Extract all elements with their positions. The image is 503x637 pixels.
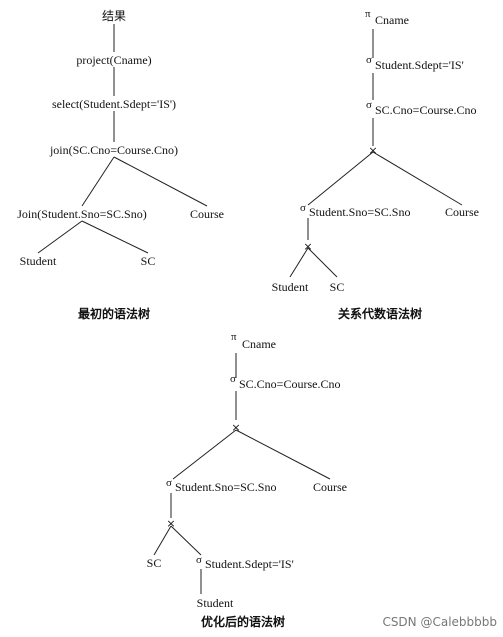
sc-leaf: SC [330, 280, 345, 294]
join-node: join(SC.Cno=Course.Cno) [49, 143, 178, 157]
caption-initial: 最初的语法树 [78, 306, 150, 321]
selection-sno: Student.Sno=SC.Sno [175, 480, 276, 494]
student-leaf: Student [197, 596, 234, 610]
student-leaf: Student [20, 254, 57, 268]
cartesian-product-symbol: × [231, 421, 240, 434]
project-node: project(Cname) [76, 53, 151, 67]
edge [153, 525, 172, 556]
edge [307, 151, 374, 206]
join-left-node: Join(Student.Sno=SC.Sno) [17, 207, 146, 221]
selection-sdept: Student.Sdept='IS' [205, 557, 294, 571]
result-node: 结果 [102, 9, 126, 23]
watermark-text: CSDN @Calebbbbb [382, 615, 497, 629]
cartesian-product-symbol: × [166, 517, 175, 530]
projection-symbol: π [231, 331, 237, 343]
tree-optimized: π Cname σ SC.Cno=Course.Cno × σ Student.… [147, 331, 347, 629]
edge [235, 429, 331, 480]
edge [81, 156, 115, 207]
selection-symbol: σ [366, 54, 372, 66]
select-node: select(Student.Sdept='IS') [52, 97, 176, 111]
edge [37, 220, 83, 254]
edge [172, 429, 237, 480]
edge [81, 220, 149, 254]
selection-symbol: σ [166, 477, 172, 489]
selection-cno: SC.Cno=Course.Cno [239, 377, 340, 391]
tree-relational-algebra: π Cname σ Student.Sdept='IS' σ SC.Cno=Co… [272, 8, 479, 321]
selection-sno: Student.Sno=SC.Sno [309, 205, 410, 219]
selection-symbol: σ [196, 554, 202, 566]
sc-leaf: SC [141, 254, 156, 268]
cartesian-product-symbol: × [368, 144, 377, 157]
projection-symbol: π [365, 8, 371, 20]
projection-attr: Cname [242, 337, 276, 351]
edge [113, 156, 208, 207]
course-leaf: Course [190, 207, 224, 221]
student-leaf: Student [272, 280, 309, 294]
sc-leaf: SC [147, 556, 162, 570]
course-leaf: Course [445, 205, 479, 219]
selection-cno: SC.Cno=Course.Cno [375, 103, 476, 117]
selection-sdept: Student.Sdept='IS' [375, 58, 464, 72]
caption-optimized: 优化后的语法树 [201, 614, 285, 629]
selection-symbol: σ [366, 99, 372, 111]
course-leaf: Course [313, 480, 347, 494]
projection-attr: Cname [375, 13, 409, 27]
tree-initial: 结果 project(Cname) select(Student.Sdept='… [17, 9, 224, 321]
selection-symbol: σ [300, 202, 306, 214]
caption-relational-algebra: 关系代数语法树 [338, 306, 422, 321]
edge [170, 525, 202, 556]
edge [307, 247, 338, 278]
edge [372, 151, 463, 206]
edge [289, 247, 309, 278]
selection-symbol: σ [230, 373, 236, 385]
cartesian-product-symbol: × [303, 240, 312, 253]
